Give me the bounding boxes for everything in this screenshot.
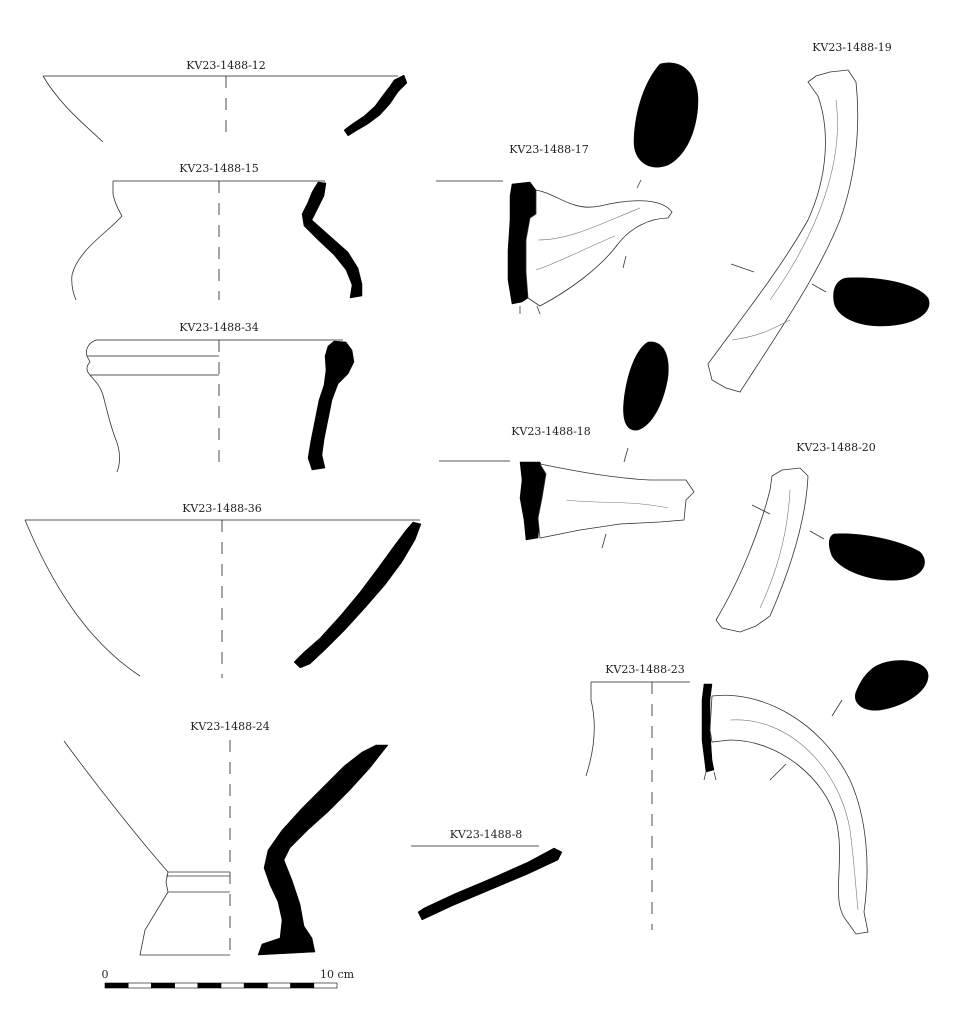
handle-drawing [707, 69, 859, 393]
sherd-kv23-1488-36: KV23-1488-36 [24, 502, 422, 678]
sherd-label: KV23-1488-36 [182, 502, 262, 515]
scale-segment [267, 982, 291, 989]
section-marker [623, 447, 629, 463]
sherd-kv23-1488-12: KV23-1488-12 [42, 59, 408, 143]
section-profile [293, 521, 422, 669]
scale-segment [243, 982, 268, 989]
outer-profile [86, 339, 120, 473]
sherd-kv23-1488-17: KV23-1488-17 [436, 62, 699, 315]
scale-segment [174, 982, 199, 989]
scale-max-label: 10 cm [320, 968, 355, 981]
section-profile [701, 683, 715, 773]
section-marker [730, 263, 755, 273]
section-marker [751, 504, 771, 515]
handle-drawing [525, 189, 673, 307]
section-marker [769, 763, 787, 781]
handle-drawing [709, 694, 869, 935]
sherd-kv23-1488-23: KV23-1488-23 [585, 660, 929, 935]
sherd-kv23-1488-19: KV23-1488-19 [707, 41, 930, 393]
section-marker [622, 255, 627, 269]
sherd-kv23-1488-8: KV23-1488-8 [411, 828, 563, 921]
section-marker [809, 530, 825, 540]
sherd-label: KV23-1488-15 [179, 162, 259, 175]
handle-section [854, 660, 929, 711]
sherd-label: KV23-1488-23 [605, 663, 685, 676]
handle-drawing [537, 463, 695, 539]
handle-section [833, 277, 930, 327]
sherd-label: KV23-1488-17 [509, 143, 589, 156]
section-marker [601, 533, 607, 549]
scale-segment [313, 982, 338, 989]
handle-inner-line [769, 99, 838, 301]
handle-inner-line [731, 319, 791, 341]
section-marker [703, 771, 707, 781]
scale-segment [290, 982, 315, 989]
scale-segment [220, 982, 245, 989]
sherd-kv23-1488-20: KV23-1488-20 [715, 441, 925, 633]
section-profile [301, 181, 363, 299]
scale-segments [104, 982, 338, 989]
scale-bar: 0 10 cm [102, 968, 355, 989]
sherd-kv23-1488-24: KV23-1488-24 [63, 720, 389, 956]
sherd-label: KV23-1488-20 [796, 441, 876, 454]
handle-section [633, 62, 699, 168]
handle-inner-line [759, 489, 791, 609]
section-marker [831, 699, 843, 717]
scale-segment [197, 982, 222, 989]
section-profile [307, 340, 355, 471]
outer-profile [63, 740, 169, 873]
outer-profile [585, 682, 595, 777]
section-marker [536, 305, 541, 315]
handle-inner-line [535, 235, 616, 271]
sherd-kv23-1488-34: KV23-1488-34 [86, 321, 355, 473]
section-marker [713, 771, 717, 781]
section-profile [257, 744, 389, 956]
scale-segment [151, 982, 175, 989]
section-profile [343, 74, 408, 137]
section-marker [811, 283, 827, 293]
sherd-label: KV23-1488-12 [186, 59, 266, 72]
sherd-label: KV23-1488-19 [812, 41, 892, 54]
handle-inner-line [565, 499, 669, 509]
sherd-label: KV23-1488-8 [450, 828, 523, 841]
handle-section [623, 341, 669, 431]
scale-segment [127, 982, 152, 989]
outer-profile [42, 75, 104, 143]
foot-profile [139, 871, 230, 956]
outer-profile [71, 181, 123, 301]
sherd-label: KV23-1488-24 [190, 720, 270, 733]
handle-inner-line [729, 719, 859, 911]
sherd-kv23-1488-15: KV23-1488-15 [71, 162, 363, 301]
sherd-label: KV23-1488-18 [511, 425, 591, 438]
sherd-label: KV23-1488-34 [179, 321, 259, 334]
handle-drawing [715, 467, 809, 633]
sherd-kv23-1488-18: KV23-1488-18 [439, 341, 695, 549]
handle-section [829, 533, 925, 581]
scale-min-label: 0 [102, 968, 109, 981]
outer-profile [24, 519, 141, 677]
section-profile [417, 847, 563, 921]
scale-segment [104, 982, 129, 989]
handle-inner-line [537, 207, 641, 241]
section-marker [636, 179, 642, 189]
